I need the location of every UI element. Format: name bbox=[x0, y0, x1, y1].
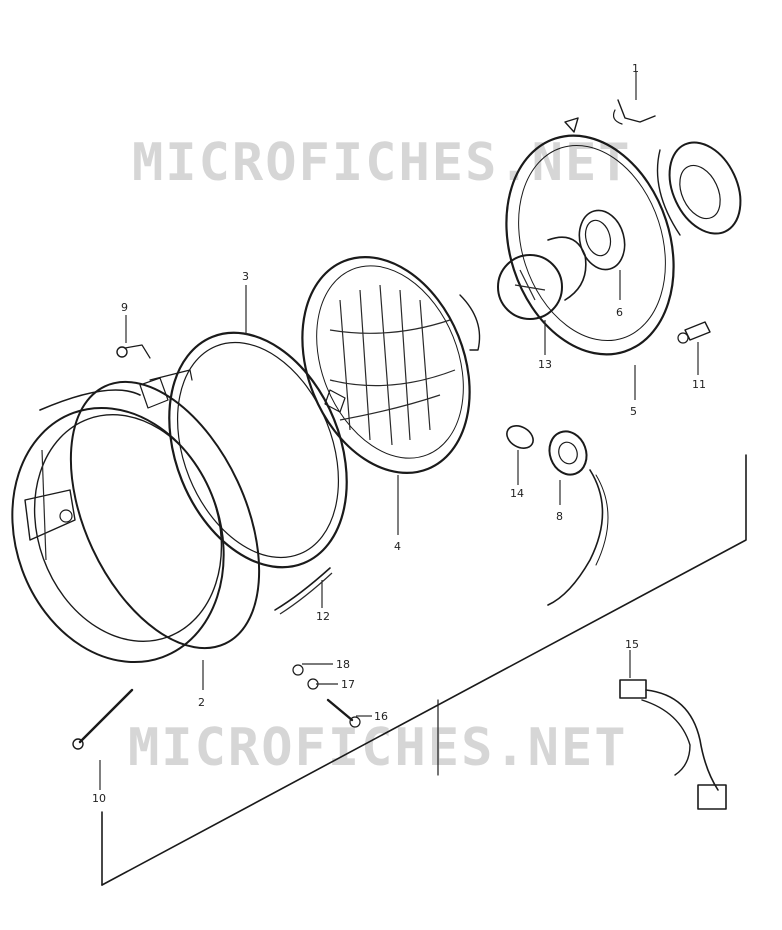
callout-14: 14 bbox=[510, 487, 524, 500]
callout-6: 6 bbox=[616, 306, 623, 319]
wiring-harness bbox=[619, 679, 727, 810]
headlamp-rim bbox=[149, 331, 348, 569]
callout-1: 1 bbox=[632, 62, 639, 75]
callout-18: 18 bbox=[336, 658, 350, 671]
bolt-16 bbox=[326, 698, 361, 728]
assembly-bracket bbox=[101, 454, 747, 886]
bulb-socket bbox=[578, 209, 626, 271]
wire-clip-12 bbox=[274, 567, 333, 615]
leader-lines bbox=[99, 72, 699, 790]
callout-17: 17 bbox=[341, 678, 355, 691]
callout-2: 2 bbox=[198, 696, 205, 709]
callout-9: 9 bbox=[121, 301, 128, 314]
callout-numbers: 1 2 3 4 5 6 8 9 10 11 12 13 14 15 16 17 … bbox=[92, 62, 706, 805]
pilot-bulb bbox=[506, 425, 534, 449]
headlamp-bulb bbox=[497, 236, 587, 320]
headlamp-lens bbox=[301, 256, 481, 474]
callout-4: 4 bbox=[394, 540, 401, 553]
watermark-bottom: MICROFICHES.NET bbox=[128, 718, 628, 778]
bulb-holder-ring bbox=[505, 117, 675, 356]
screw-11 bbox=[677, 321, 711, 344]
callout-15: 15 bbox=[625, 638, 639, 651]
headlamp-housing bbox=[11, 377, 261, 664]
callout-10: 10 bbox=[92, 792, 106, 805]
long-bolt bbox=[72, 688, 134, 750]
callout-5: 5 bbox=[630, 405, 637, 418]
callout-11: 11 bbox=[692, 378, 706, 391]
callout-13: 13 bbox=[538, 358, 552, 371]
pilot-socket bbox=[547, 430, 609, 606]
callout-8: 8 bbox=[556, 510, 563, 523]
callout-16: 16 bbox=[374, 710, 388, 723]
spring-clip bbox=[612, 99, 656, 125]
callout-3: 3 bbox=[242, 270, 249, 283]
nut-18 bbox=[292, 664, 304, 676]
screw-9 bbox=[116, 344, 151, 359]
callout-12: 12 bbox=[316, 610, 330, 623]
watermark-top: MICROFICHES.NET bbox=[132, 133, 632, 193]
dust-cover bbox=[656, 141, 742, 236]
